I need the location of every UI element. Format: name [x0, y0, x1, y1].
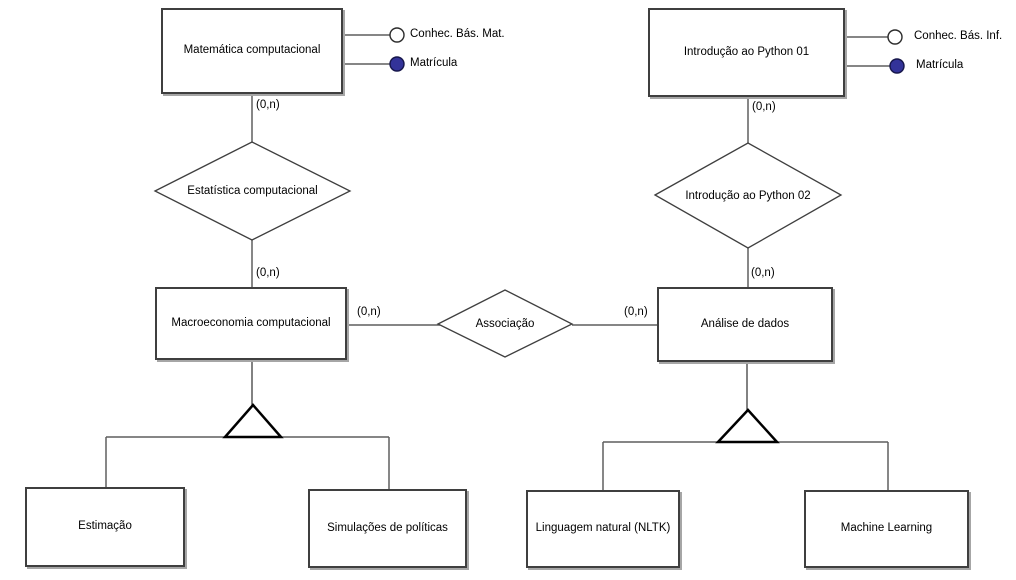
- specialization-triangle-icon: [222, 403, 284, 439]
- cardinality-label: (0,n): [752, 101, 776, 113]
- cardinality-label: (0,n): [357, 306, 381, 318]
- optional-attribute-icon[interactable]: [389, 27, 405, 43]
- entity-label: Introdução ao Python 01: [683, 45, 810, 58]
- cardinality-label: (0,n): [624, 306, 648, 318]
- entity-linguagem-natural-nltk[interactable]: Linguagem natural (NLTK): [526, 490, 680, 568]
- entity-label: Matemática computacional: [183, 44, 321, 57]
- entity-label: Análise de dados: [700, 317, 790, 330]
- entity-label: Linguagem natural (NLTK): [535, 522, 671, 535]
- attribute-label-conhec-bas-mat: Conhec. Bás. Mat.: [410, 28, 505, 40]
- entity-matematica-computacional[interactable]: Matemática computacional: [161, 8, 343, 94]
- entity-macroeconomia-computacional[interactable]: Macroeconomia computacional: [155, 287, 347, 360]
- entity-label: Estimação: [78, 520, 132, 533]
- attribute-label-matricula: Matrícula: [916, 59, 964, 71]
- relationship-diamond-associacao[interactable]: [436, 289, 574, 358]
- optional-attribute-icon[interactable]: [887, 29, 903, 45]
- specialization-triangle-icon: [715, 408, 780, 444]
- entity-label: Simulações de políticas: [327, 521, 448, 534]
- identifier-attribute-icon[interactable]: [889, 58, 905, 74]
- attribute-label-matricula: Matrícula: [410, 57, 458, 69]
- cardinality-label: (0,n): [256, 99, 280, 111]
- attribute-label-conhec-bas-inf: Conhec. Bás. Inf.: [914, 30, 1003, 42]
- entity-label: Machine Learning: [840, 522, 933, 535]
- entity-machine-learning[interactable]: Machine Learning: [804, 490, 969, 568]
- entity-estimacao[interactable]: Estimação: [25, 487, 185, 567]
- identifier-attribute-icon[interactable]: [389, 56, 405, 72]
- cardinality-label: (0,n): [751, 267, 775, 279]
- entity-simulacoes-de-politicas[interactable]: Simulações de políticas: [308, 489, 467, 568]
- entity-analise-de-dados[interactable]: Análise de dados: [657, 287, 833, 362]
- cardinality-label: (0,n): [256, 267, 280, 279]
- entity-introducao-python-01[interactable]: Introdução ao Python 01: [648, 8, 845, 97]
- relationship-diamond-estatistica-computacional[interactable]: [153, 141, 352, 241]
- entity-label: Macroeconomia computacional: [171, 316, 331, 329]
- relationship-diamond-introducao-python-02[interactable]: [653, 142, 843, 249]
